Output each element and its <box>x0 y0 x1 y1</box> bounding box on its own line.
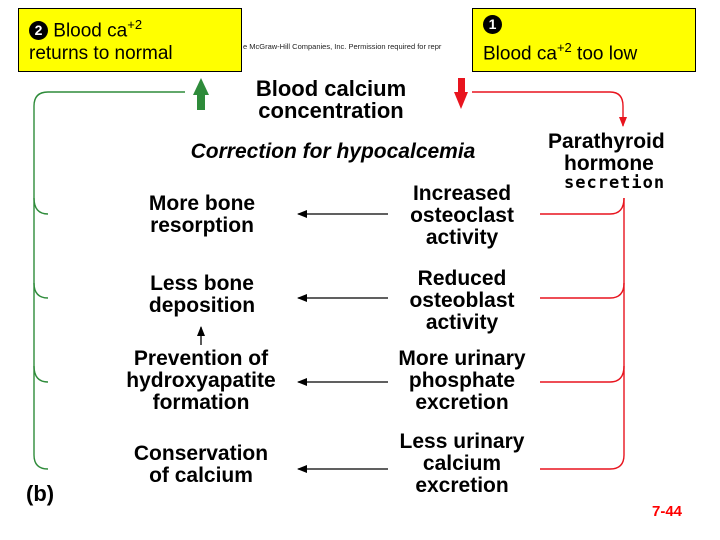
red-down-arrow <box>454 78 468 109</box>
pth-secretion: Parathyroid hormone secretion <box>548 130 666 193</box>
callout-normal-line2: returns to normal <box>29 43 173 65</box>
more-urinary-phosphate-excretion: More urinary phosphate excretion <box>398 347 526 414</box>
increased-osteoclast-activity: Increased osteoclast activity <box>410 182 514 249</box>
callout-too-low-line2: Blood ca+2 too low <box>483 40 638 65</box>
prevention-hydroxyapatite: Prevention of hydroxyapatite formation <box>126 347 276 414</box>
green-up-arrow <box>193 78 209 110</box>
subtitle: Correction for hypocalcemia <box>190 140 476 163</box>
blood-calcium-title: Blood calcium concentration <box>255 76 407 123</box>
copyright-notice: e McGraw-Hill Companies, Inc. Permission… <box>243 42 442 51</box>
callout-too-low-line1: 1 <box>483 13 695 36</box>
reduced-osteoblast-activity: Reduced osteoblast activity <box>409 267 515 334</box>
callout-normal: 2 Blood ca+2 returns to normal <box>18 8 242 72</box>
step-2-badge: 2 <box>29 21 48 41</box>
more-bone-resorption: More bone resorption <box>148 192 256 237</box>
less-bone-deposition: Less bone deposition <box>148 272 256 317</box>
page-number: 7-44 <box>652 503 683 520</box>
effect-arrows <box>197 210 388 473</box>
green-return-loop <box>33 91 185 470</box>
red-stimulus-loop <box>472 91 627 470</box>
callout-normal-line1: 2 Blood ca+2 <box>29 13 241 42</box>
callout-too-low: 1 Blood ca+2 too low <box>472 8 696 72</box>
panel-label: (b) <box>26 481 55 506</box>
conservation-of-calcium: Conservation of calcium <box>133 442 269 487</box>
step-1-badge: 1 <box>483 15 502 34</box>
less-urinary-calcium-excretion: Less urinary calcium excretion <box>399 430 525 497</box>
